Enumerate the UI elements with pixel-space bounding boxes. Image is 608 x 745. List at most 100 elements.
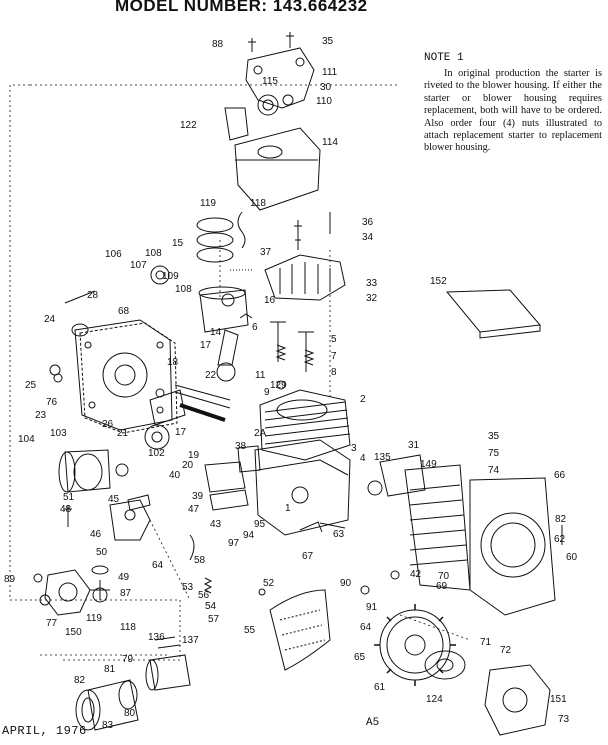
part-callout-79: 79	[122, 654, 134, 665]
part-callout-25: 25	[25, 380, 37, 391]
page-code: A5	[366, 717, 380, 729]
cover-screw-hole	[295, 57, 305, 67]
part-callout-70: 70	[438, 571, 450, 582]
spark-plug-37	[294, 220, 302, 250]
part-callout-17: 17	[200, 340, 212, 351]
part-callout-119: 119	[86, 613, 102, 624]
part-callout-63: 63	[333, 529, 345, 540]
part-callout-95: 95	[254, 519, 266, 530]
part-callout-88: 88	[212, 39, 224, 50]
part-callout-102: 102	[148, 448, 165, 459]
part-callout-97: 97	[228, 538, 240, 549]
governor-gear-107	[150, 265, 170, 285]
part-callout-118: 118	[120, 622, 136, 633]
part-callout-73: 73	[558, 714, 570, 725]
part-callout-137: 137	[182, 635, 199, 646]
part-callout-90: 90	[340, 578, 352, 589]
part-callout-36: 36	[362, 217, 374, 228]
part-callout-2A: 2A	[254, 428, 267, 439]
ring-gasket-15	[196, 217, 234, 233]
part-callout-24: 24	[44, 314, 56, 325]
crankcase-cover-23	[74, 319, 173, 431]
part-49	[91, 565, 109, 575]
part-callout-54: 54	[205, 601, 217, 612]
part-callout-61: 61	[374, 682, 386, 693]
part-callout-51: 51	[63, 492, 75, 503]
part-callout-57: 57	[208, 614, 220, 625]
part-callout-34: 34	[362, 232, 374, 243]
part-callout-48: 48	[60, 504, 72, 515]
part-callout-89: 89	[4, 574, 16, 585]
part-callout-75: 75	[488, 448, 500, 459]
part-callout-19: 19	[188, 450, 200, 461]
part-callout-18: 18	[167, 357, 179, 368]
part-callout-62: 62	[554, 534, 566, 545]
note-title: NOTE 1	[424, 52, 464, 64]
part-callout-66: 66	[554, 470, 566, 481]
model-number-heading: MODEL NUMBER: 143.664232	[115, 0, 368, 16]
piston-pin-hole	[221, 293, 235, 307]
part-callout-81: 81	[104, 664, 116, 675]
part-76	[53, 373, 63, 383]
starter-cup-124	[424, 650, 466, 680]
part-callout-67: 67	[302, 551, 314, 562]
part-callout-40: 40	[169, 470, 181, 481]
part-135	[367, 480, 383, 496]
part-callout-8: 8	[331, 367, 337, 378]
muffler-79	[149, 654, 191, 691]
carburetor-body	[109, 499, 151, 541]
part-callout-3: 3	[351, 443, 357, 454]
flywheel-fins	[374, 604, 456, 686]
part-callout-68: 68	[118, 306, 130, 317]
model-label: MODEL NUMBER:	[115, 0, 268, 15]
gasket-102	[115, 463, 129, 477]
timing-gear-21	[144, 424, 170, 450]
part-callout-49: 49	[118, 572, 130, 583]
note-body: In original production the starter is ri…	[424, 68, 602, 154]
part-callout-122: 122	[180, 120, 197, 131]
part-42	[390, 570, 400, 580]
part-callout-2: 2	[360, 394, 366, 405]
clip-16	[239, 313, 253, 319]
engine-block-1	[254, 439, 351, 536]
part-callout-1: 1	[285, 503, 291, 514]
spacer-115	[257, 94, 279, 116]
part-callout-108: 108	[175, 284, 192, 295]
part-callout-107: 107	[130, 260, 147, 271]
part-callout-11: 11	[255, 370, 266, 381]
throttle-plate-45	[127, 494, 151, 511]
part-callout-71: 71	[480, 637, 492, 648]
model-number: 143.664232	[272, 0, 368, 15]
part-callout-58: 58	[194, 555, 206, 566]
cylinder-shroud-33	[264, 254, 346, 301]
part-callout-20: 20	[182, 460, 194, 471]
fuel-hose-118	[237, 211, 246, 249]
spring-53	[203, 577, 213, 594]
part-callout-53: 53	[182, 582, 194, 593]
part-callout-56: 56	[198, 590, 210, 601]
part-callout-15: 15	[172, 238, 184, 249]
part-callout-87: 87	[120, 588, 132, 599]
air-shroud-70	[404, 464, 471, 591]
part-callout-119: 119	[200, 198, 216, 209]
fuel-tank-114	[234, 127, 321, 211]
part-90	[360, 585, 370, 595]
part-callout-14: 14	[210, 327, 222, 338]
part-callout-74: 74	[488, 465, 500, 476]
part-callout-26: 26	[102, 419, 114, 430]
recoil-starter-73	[484, 664, 551, 736]
piston-14	[199, 289, 249, 333]
shaft-63	[319, 522, 346, 529]
part-callout-82: 82	[74, 675, 86, 686]
part-callout-17: 17	[175, 427, 187, 438]
lever-67	[299, 521, 323, 533]
valve-6	[270, 321, 286, 362]
part-callout-60: 60	[566, 552, 578, 563]
part-callout-124: 124	[426, 694, 443, 705]
part-callout-110: 110	[316, 96, 332, 107]
part-callout-7: 7	[331, 351, 337, 362]
valve-retainer-9	[276, 380, 286, 390]
part-callout-82: 82	[555, 514, 567, 525]
